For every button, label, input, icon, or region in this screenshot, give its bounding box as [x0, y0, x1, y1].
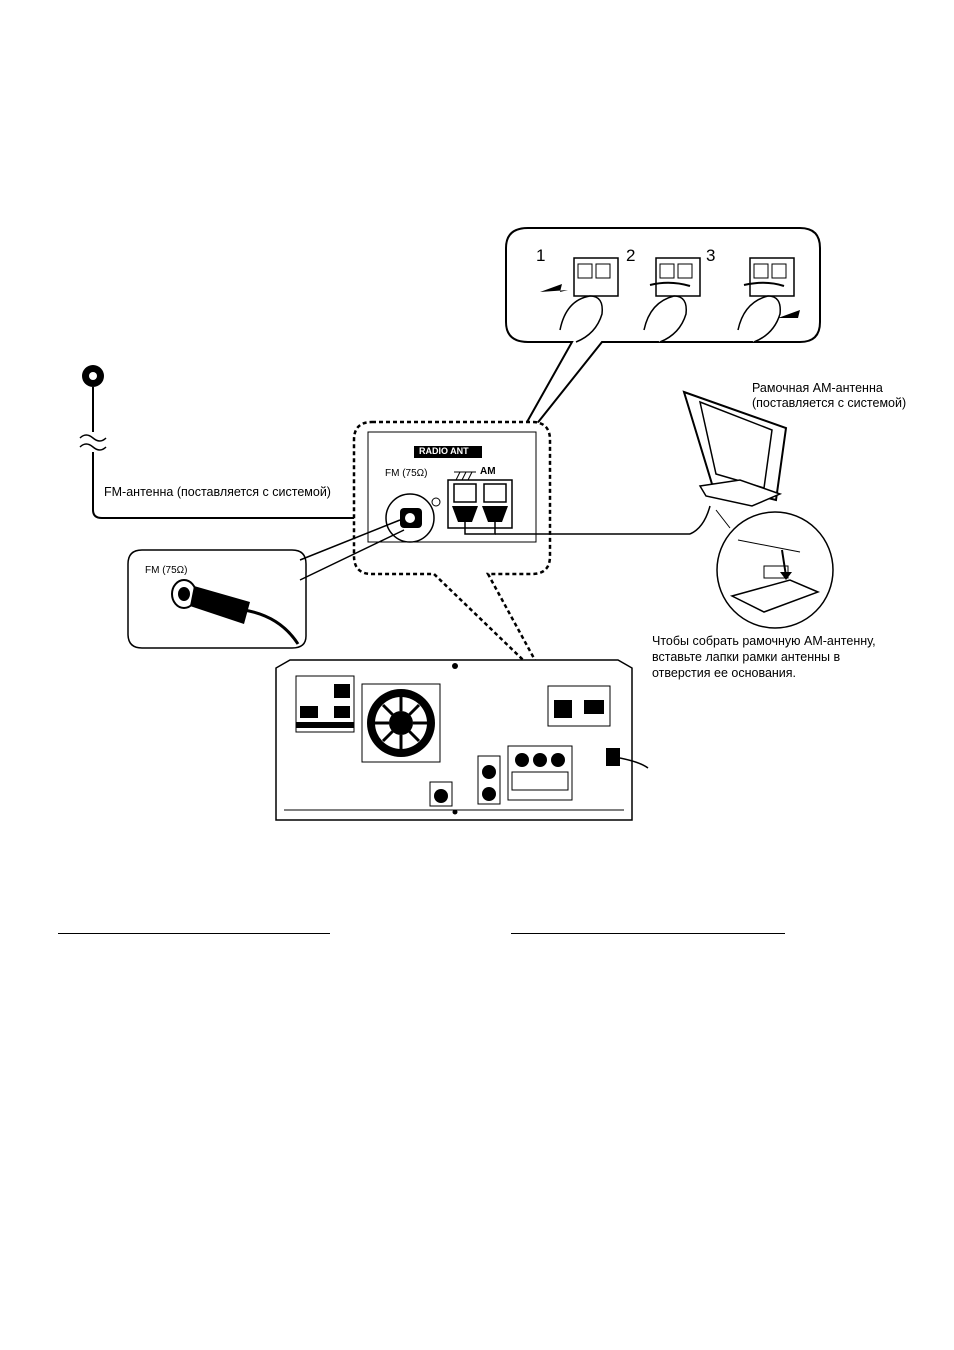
- assemble-instruction-line2: вставьте лапки рамки антенны в: [652, 650, 840, 665]
- step-number-3: 3: [706, 246, 715, 266]
- section-rule-right: [511, 933, 785, 934]
- inset-fm-75-label: FM (75Ω): [145, 563, 187, 578]
- fm-antenna-label: FM-антенна (поставляется с системой): [104, 485, 331, 500]
- radio-ant-heading: RADIO ANT: [419, 445, 469, 458]
- am-loop-antenna-label-line2: (поставляется с системой): [752, 396, 906, 411]
- radio-ant-panel-callout: [354, 422, 690, 684]
- section-rule-left: [58, 933, 330, 934]
- step-number-2: 2: [626, 246, 635, 266]
- panel-fm-75-label: FM (75Ω): [385, 466, 427, 481]
- main-unit-rear-panel: [276, 660, 648, 820]
- panel-am-label: AM: [480, 464, 496, 479]
- assemble-instruction-line1: Чтобы собрать рамочную AM-антенну,: [652, 634, 876, 649]
- assemble-instruction-line3: отверстия ее основания.: [652, 666, 796, 681]
- step-number-1: 1: [536, 246, 545, 266]
- am-loop-antenna-label-line1: Рамочная AM-антенна: [752, 381, 883, 396]
- am-loop-antenna: [684, 392, 833, 628]
